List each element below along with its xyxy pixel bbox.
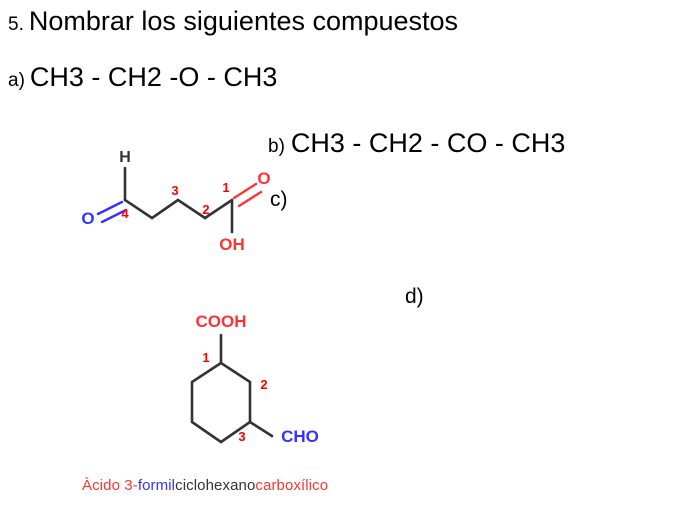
hydroxyl-label: OH	[219, 235, 245, 254]
carboxyl-group-label: COOH	[196, 312, 247, 331]
cyclohexane-svg: COOH CHO 1 2 3	[190, 312, 319, 446]
structure-3-formylcyclohexanecarboxylic-acid: COOH CHO 1 2 3	[160, 305, 340, 470]
bond-c4-c3a	[123, 198, 154, 220]
ring-locant-1: 1	[202, 350, 209, 365]
aldehyde-h-label: H	[119, 149, 131, 166]
item-b: b) CH3 - CH2 - CO - CH3	[268, 130, 565, 157]
formyl-group-label: CHO	[281, 427, 319, 446]
item-c: c)	[270, 189, 288, 210]
answer-segment-formil: formil	[137, 477, 176, 494]
item-b-label: b)	[268, 136, 285, 157]
bond-c4-o-double-a	[96, 200, 124, 216]
bond-c3-cho	[248, 420, 274, 438]
aldehyde-o-label: O	[81, 209, 94, 228]
item-d-label: d)	[405, 285, 424, 308]
bond-c4-o-double-b	[100, 208, 128, 224]
item-a-label: a)	[8, 70, 25, 91]
item-d: d)	[405, 286, 424, 307]
cyclohexane-ring	[190, 361, 252, 444]
oxobutanoic-svg: H O O OH 4 3 2 1	[81, 149, 270, 254]
bond-c1-o-double-b	[237, 190, 263, 208]
question-number: 5.	[8, 14, 24, 35]
bond-c3-c2	[176, 198, 207, 220]
carbonyl-o-label: O	[257, 169, 270, 188]
answer-segment-acido: Àcido 3-	[82, 477, 138, 494]
answer-caption: Àcido 3-formilciclohexanocarboxílico	[82, 478, 328, 493]
ring-locant-2: 2	[260, 377, 267, 392]
item-c-label: c)	[270, 188, 288, 211]
bond-c1-o-double-a	[232, 182, 258, 200]
ring-locant-3: 3	[238, 429, 245, 444]
item-b-formula: CH3 - CH2 - CO - CH3	[290, 128, 566, 158]
answer-segment-ciclohexano: ciclohexano	[175, 477, 256, 494]
question-text: Nombrar los siguientes compuestos	[28, 6, 459, 36]
answer-segment-carboxilico: carboxílico	[255, 477, 329, 494]
bond-c3a-c3	[150, 198, 180, 220]
item-a-formula: CH3 - CH2 -O - CH3	[29, 62, 278, 92]
item-a: a) CH3 - CH2 -O - CH3	[8, 64, 277, 91]
structure-4-oxobutanoic-acid: H O O OH 4 3 2 1	[70, 140, 285, 270]
locant-3: 3	[171, 183, 178, 198]
locant-1: 1	[222, 180, 229, 195]
locant-4: 4	[121, 206, 129, 221]
locant-2: 2	[202, 202, 209, 217]
question-heading: 5. Nombrar los siguientes compuestos	[8, 8, 458, 35]
bond-c2-c1	[203, 198, 234, 220]
